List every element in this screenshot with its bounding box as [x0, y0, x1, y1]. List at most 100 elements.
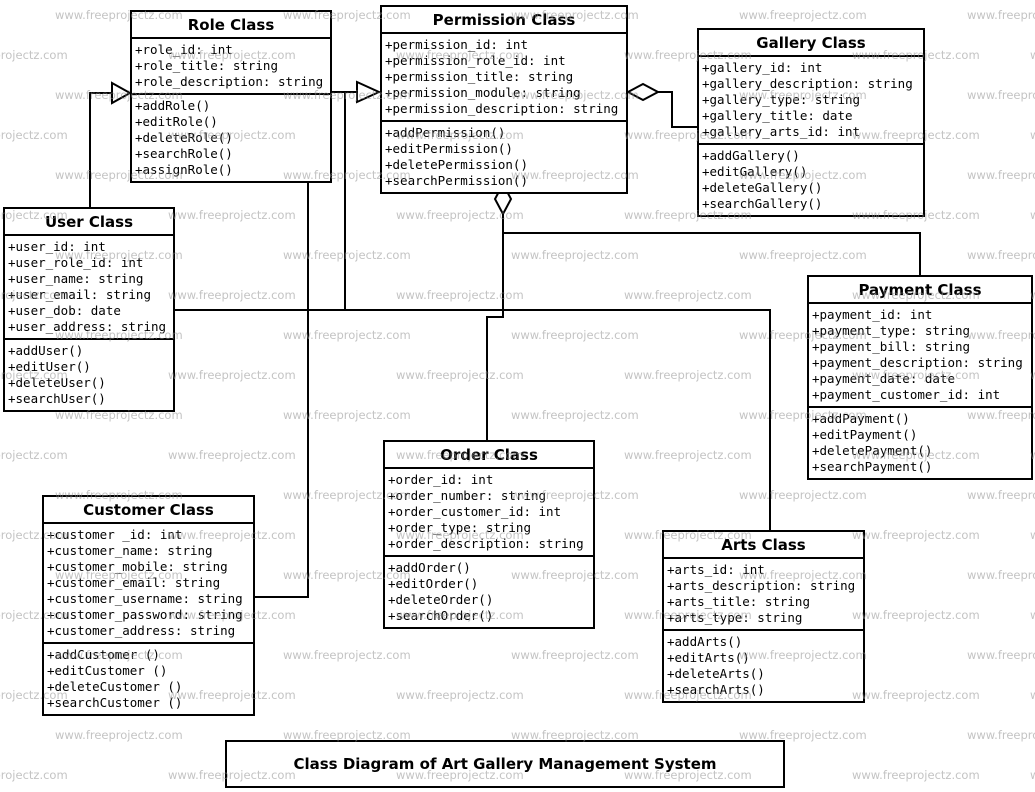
uml-attribute: +user_name: string: [8, 271, 144, 286]
class-box-payment: Payment Class +payment_id: int+payment_t…: [807, 275, 1033, 480]
connector-permission-gallery: [658, 91, 697, 128]
generalization-arrow-permission-icon: [356, 80, 382, 104]
class-attributes-role: +role_id: int+role_title: string+role_de…: [132, 39, 330, 95]
uml-method: +deletePermission(): [385, 157, 528, 172]
uml-attribute: +order_id: int: [388, 472, 494, 487]
class-box-role: Role Class +role_id: int+role_title: str…: [130, 10, 332, 183]
uml-method: +deleteCustomer (): [47, 679, 183, 694]
uml-attribute: +payment_date: date: [812, 371, 955, 386]
class-box-permission: Permission Class +permission_id: int+per…: [380, 5, 628, 194]
class-box-gallery: Gallery Class +gallery_id: int+gallery_d…: [697, 28, 925, 217]
uml-attribute: +payment_customer_id: int: [812, 387, 1001, 402]
class-methods-order: +addOrder()+editOrder()+deleteOrder()+se…: [385, 557, 593, 627]
connector-user-arts: [175, 309, 771, 530]
uml-attribute: +arts_type: string: [667, 610, 803, 625]
class-attributes-payment: +payment_id: int+payment_type: string+pa…: [809, 304, 1031, 408]
uml-method: +searchCustomer (): [47, 695, 183, 710]
class-title-customer: Customer Class: [44, 497, 253, 524]
uml-method: +assignRole(): [135, 162, 233, 177]
class-box-user: User Class +user_id: int+user_role_id: i…: [3, 207, 175, 412]
uml-method: +addPermission(): [385, 125, 506, 140]
uml-method: +deleteOrder(): [388, 592, 494, 607]
diagram-caption: Class Diagram of Art Gallery Management …: [293, 755, 717, 773]
class-methods-role: +addRole()+editRole()+deleteRole()+searc…: [132, 95, 330, 181]
class-methods-user: +addUser()+editUser()+deleteUser()+searc…: [5, 340, 173, 410]
uml-attribute: +permission_module: string: [385, 85, 581, 100]
class-box-arts: Arts Class +arts_id: int+arts_descriptio…: [662, 530, 865, 703]
uml-attribute: +user_email: string: [8, 287, 151, 302]
class-title-user: User Class: [5, 209, 173, 236]
class-attributes-customer: +customer _id: int+customer_name: string…: [44, 524, 253, 644]
class-attributes-arts: +arts_id: int+arts_description: string+a…: [664, 559, 863, 631]
class-box-customer: Customer Class +customer _id: int+custom…: [42, 495, 255, 716]
uml-method: +deletePayment(): [812, 443, 933, 458]
uml-method: +searchPayment(): [812, 459, 933, 474]
uml-attribute: +customer_name: string: [47, 543, 213, 558]
class-attributes-gallery: +gallery_id: int+gallery_description: st…: [699, 57, 923, 145]
uml-method: +editCustomer (): [47, 663, 168, 678]
uml-method: +deleteGallery(): [702, 180, 823, 195]
uml-attribute: +customer _id: int: [47, 527, 183, 542]
uml-method: +editPayment(): [812, 427, 918, 442]
uml-attribute: +payment_id: int: [812, 307, 933, 322]
uml-attribute: +customer_mobile: string: [47, 559, 228, 574]
uml-attribute: +user_address: string: [8, 319, 167, 334]
uml-method: +searchPermission(): [385, 173, 528, 188]
uml-attribute: +gallery_arts_id: int: [702, 124, 861, 139]
uml-attribute: +role_description: string: [135, 74, 324, 89]
uml-attribute: +permission_role_id: int: [385, 53, 566, 68]
class-title-order: Order Class: [385, 442, 593, 469]
uml-method: +searchGallery(): [702, 196, 823, 211]
uml-method: +searchOrder(): [388, 608, 494, 623]
connector-permission-order: [486, 214, 504, 440]
uml-attribute: +permission_id: int: [385, 37, 528, 52]
uml-attribute: +arts_title: string: [667, 594, 810, 609]
uml-attribute: +role_title: string: [135, 58, 278, 73]
uml-method: +editGallery(): [702, 164, 808, 179]
class-methods-arts: +addArts()+editArts()+deleteArts()+searc…: [664, 631, 863, 701]
uml-attribute: +payment_type: string: [812, 323, 971, 338]
uml-method: +addCustomer (): [47, 647, 160, 662]
uml-attribute: +gallery_type: string: [702, 92, 861, 107]
uml-method: +addPayment(): [812, 411, 910, 426]
class-methods-gallery: +addGallery()+editGallery()+deleteGaller…: [699, 145, 923, 215]
uml-method: +addArts(): [667, 634, 743, 649]
class-attributes-user: +user_id: int+user_role_id: int+user_nam…: [5, 236, 173, 340]
uml-attribute: +user_role_id: int: [8, 255, 144, 270]
uml-attribute: +arts_id: int: [667, 562, 765, 577]
class-title-arts: Arts Class: [664, 532, 863, 559]
connector-user-role: [89, 92, 112, 207]
uml-attribute: +role_id: int: [135, 42, 233, 57]
connector-role-customer: [255, 175, 309, 598]
uml-attribute: +gallery_description: string: [702, 76, 913, 91]
uml-attribute: +customer_username: string: [47, 591, 243, 606]
uml-attribute: +order_number: string: [388, 488, 547, 503]
uml-method: +addUser(): [8, 343, 84, 358]
uml-attribute: +payment_description: string: [812, 355, 1023, 370]
class-box-order: Order Class +order_id: int+order_number:…: [383, 440, 595, 629]
uml-attribute: +user_dob: date: [8, 303, 121, 318]
uml-attribute: +order_type: string: [388, 520, 531, 535]
uml-attribute: +customer_email: string: [47, 575, 221, 590]
uml-attribute: +arts_description: string: [667, 578, 856, 593]
uml-method: +editArts(): [667, 650, 750, 665]
uml-method: +editRole(): [135, 114, 218, 129]
class-title-gallery: Gallery Class: [699, 30, 923, 57]
uml-method: +deleteRole(): [135, 130, 233, 145]
uml-method: +searchArts(): [667, 682, 765, 697]
uml-method: +searchUser(): [8, 391, 106, 406]
uml-attribute: +payment_bill: string: [812, 339, 971, 354]
uml-method: +deleteUser(): [8, 375, 106, 390]
uml-attribute: +order_description: string: [388, 536, 584, 551]
uml-attribute: +order_customer_id: int: [388, 504, 562, 519]
generalization-arrow-role-icon: [111, 81, 133, 105]
uml-method: +editUser(): [8, 359, 91, 374]
aggregation-diamond-gallery-icon: [625, 82, 661, 102]
class-attributes-permission: +permission_id: int+permission_role_id: …: [382, 34, 626, 122]
uml-attribute: +gallery_title: date: [702, 108, 853, 123]
class-title-permission: Permission Class: [382, 7, 626, 34]
class-attributes-order: +order_id: int+order_number: string+orde…: [385, 469, 593, 557]
uml-attribute: +permission_title: string: [385, 69, 574, 84]
uml-method: +editPermission(): [385, 141, 513, 156]
